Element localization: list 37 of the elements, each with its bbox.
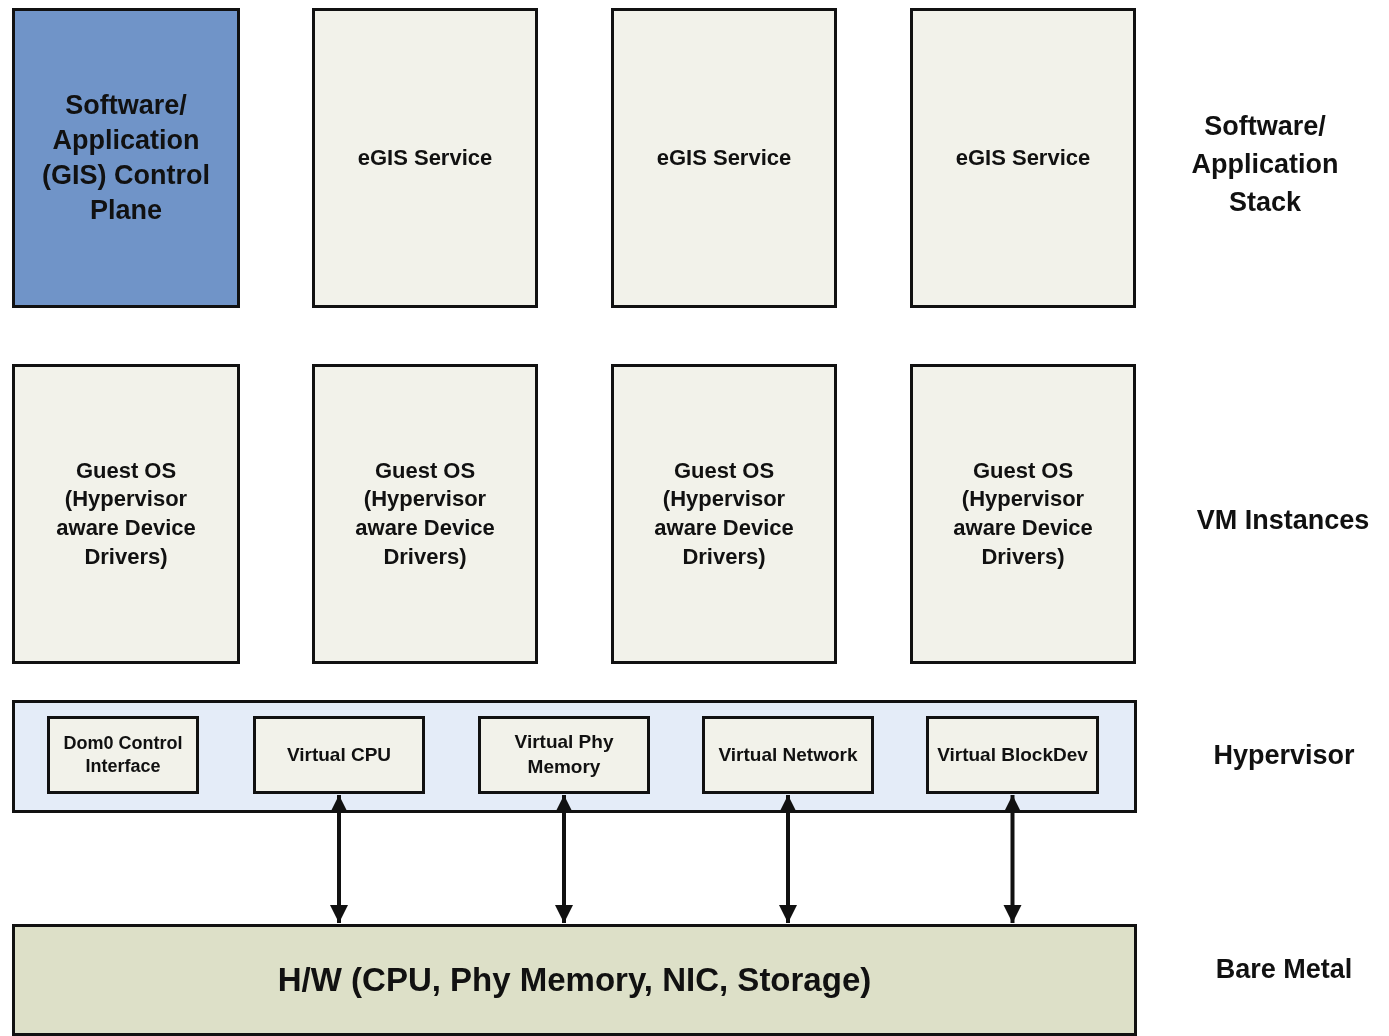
- layer-box: [910, 8, 1136, 308]
- layer-label: Software/ Application Stack: [1190, 110, 1340, 219]
- layer-box: [611, 364, 837, 664]
- box-label: Virtual Phy Memory: [513, 730, 615, 779]
- box-label: Virtual Network: [717, 742, 859, 767]
- double-arrow: [555, 795, 573, 923]
- box-label: Guest OS (Hypervisor aware Device Drivers): [55, 456, 197, 571]
- layer-box: [12, 364, 240, 664]
- layer-box: [611, 8, 837, 308]
- layer-label: VM Instances: [1195, 504, 1371, 538]
- box-label: Software/ Application (GIS) Control Plane: [41, 88, 211, 228]
- component-box: [47, 716, 199, 794]
- layer-box: [12, 8, 240, 308]
- box-label: Dom0 Control Interface: [62, 731, 184, 778]
- box-label: eGIS Service: [655, 143, 793, 172]
- double-arrow: [779, 795, 797, 923]
- layer-label: Hypervisor: [1212, 739, 1356, 773]
- layer-label: Bare Metal: [1214, 953, 1354, 987]
- layer-box: [312, 8, 538, 308]
- box-label: Virtual BlockDev: [936, 742, 1089, 767]
- box-label: Virtual CPU: [285, 742, 393, 767]
- double-arrow: [330, 795, 348, 923]
- component-box: [478, 716, 650, 794]
- box-label: eGIS Service: [954, 143, 1092, 172]
- layer-box: [910, 364, 1136, 664]
- box-label: Guest OS (Hypervisor aware Device Drivers): [354, 456, 496, 571]
- box-label: Guest OS (Hypervisor aware Device Drivers): [653, 456, 795, 571]
- hypervisor-panel: [12, 700, 1137, 813]
- layer-box: [12, 924, 1137, 1036]
- box-label: Guest OS (Hypervisor aware Device Drivers): [952, 456, 1094, 571]
- box-label: H/W (CPU, Phy Memory, NIC, Storage): [276, 959, 873, 1000]
- component-box: [702, 716, 874, 794]
- component-box: [926, 716, 1099, 794]
- double-arrow: [1003, 795, 1022, 923]
- box-label: eGIS Service: [356, 143, 494, 172]
- component-box: [253, 716, 425, 794]
- layer-box: [312, 364, 538, 664]
